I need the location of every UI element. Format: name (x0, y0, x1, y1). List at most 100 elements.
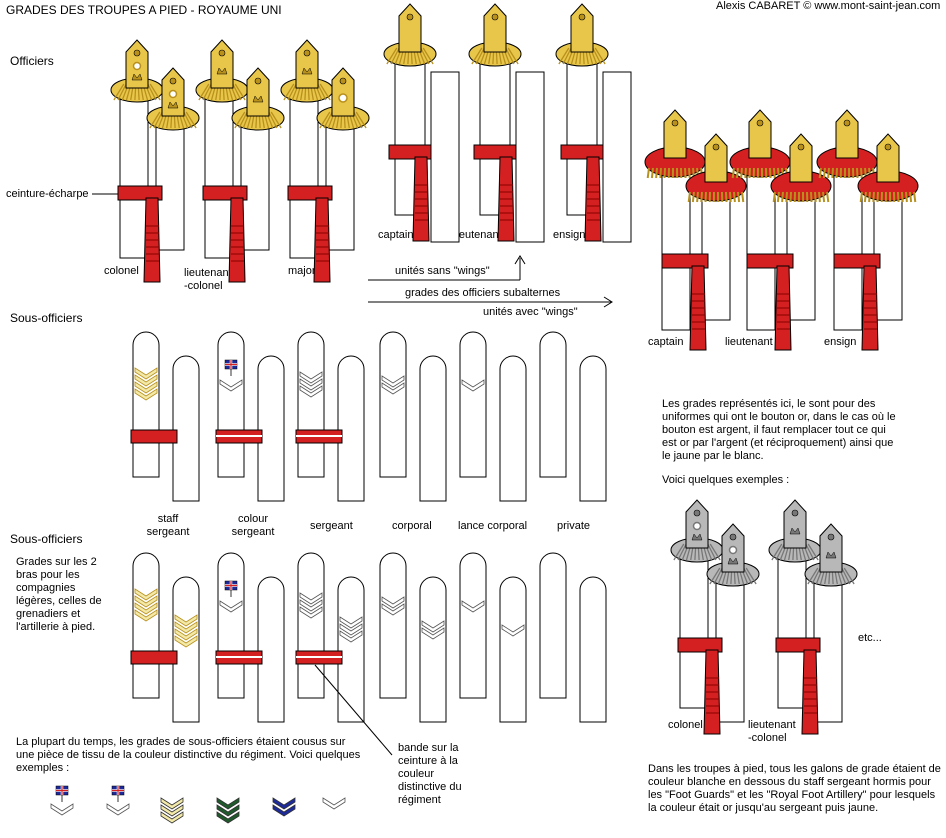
button-icon (254, 77, 262, 85)
officer-strap-front (325, 109, 355, 251)
epaulette-strap (483, 3, 507, 53)
epaulette-strap (331, 67, 355, 117)
officer-sash (287, 185, 333, 283)
sash-band (661, 253, 709, 269)
rank-colour-sergeant: colour sergeant (231, 513, 275, 538)
cloth-chevron-example (160, 797, 184, 824)
chevron-icon (501, 624, 525, 637)
arrow-label-no-wings: unités sans "wings" (395, 265, 490, 277)
chevron-icon (381, 596, 405, 609)
subaltern-epaulette (383, 3, 437, 67)
button-icon (671, 119, 679, 127)
epaulette-strap (398, 3, 422, 53)
officer-epaulette-right (146, 67, 200, 131)
subaltern-sash (560, 144, 604, 242)
button-icon (756, 119, 764, 127)
epaulette-strap (246, 67, 270, 117)
chevron-icon (134, 595, 158, 608)
sergeant-chevrons (299, 592, 323, 619)
colour-sergeant-chevron (219, 379, 243, 392)
star-icon (692, 521, 702, 531)
button-icon (169, 77, 177, 85)
nco-strap-front (257, 355, 285, 502)
rank-silver-lieutenant-colonel: lieutenant -colonel (748, 719, 796, 744)
chevron-icon (299, 592, 323, 605)
nco-sash (130, 429, 178, 444)
button-icon (884, 143, 892, 151)
button-icon (729, 533, 737, 541)
chevron-icon (216, 811, 240, 824)
chevron-icon (50, 803, 74, 816)
chevron-icon (219, 600, 243, 613)
chevron-icon (160, 811, 184, 824)
nco-strap-front (337, 576, 365, 723)
colour-sergeant-badge (224, 580, 238, 597)
officer-strap-back (204, 87, 234, 259)
cloth-chevron (106, 803, 130, 816)
rank-lieutenant-wings: lieutenant (725, 336, 773, 348)
rank-ensign-wings: ensign (824, 336, 857, 348)
crown-icon (789, 527, 801, 535)
officer-sash (202, 185, 248, 283)
chevron-icon (461, 600, 485, 613)
chevron-icon (160, 804, 184, 817)
arrow-label-subalterns: grades des officiers subalternes (405, 287, 561, 299)
wing-epaulette-left (816, 109, 878, 179)
star-icon (728, 545, 738, 555)
section-nco-2: Sous-officiers (10, 532, 83, 546)
both-arms-note: Grades sur les 2 bras pour les compagnie… (16, 556, 102, 633)
epaulette-strap (663, 109, 687, 159)
chevron-icon (106, 803, 130, 816)
chevron-icon (339, 616, 363, 629)
chevron-icon (381, 603, 405, 616)
cloth-chevron-example (216, 797, 240, 824)
epaulette-strap (819, 523, 843, 573)
chevron-icon (160, 797, 184, 810)
wing-epaulette-left (644, 109, 706, 179)
nco-strap-front (499, 576, 527, 723)
button-icon (406, 13, 414, 21)
rank-colonel: colonel (104, 265, 139, 277)
credit: Alexis CABARET © www.mont-saint-jean.com (716, 0, 941, 12)
nco-strap-front (419, 355, 447, 502)
chevron-icon (174, 621, 198, 634)
officer-epaulette-right (316, 67, 370, 131)
rank-silver-colonel: colonel (668, 719, 703, 731)
chevron-icon (299, 371, 323, 384)
lance-corporal-chevron (461, 600, 485, 613)
button-icon (578, 13, 586, 21)
chevron-icon (219, 379, 243, 392)
section-nco-1: Sous-officiers (10, 311, 83, 325)
crown-icon (691, 533, 703, 541)
chevron-icon (134, 381, 158, 394)
cloth-flag-badge (111, 785, 125, 802)
nco-strap-back (132, 331, 160, 478)
nco-strap-back (217, 552, 245, 699)
button-icon (339, 77, 347, 85)
subaltern-strap-front (515, 71, 545, 243)
corporal-chevrons (421, 620, 445, 640)
corporal-chevrons (381, 375, 405, 395)
section-officers: Officiers (10, 54, 54, 68)
officer-epaulette-right (231, 67, 285, 131)
subaltern-sash (388, 144, 432, 242)
button-icon (491, 13, 499, 21)
silver-epaulette-right (804, 523, 858, 587)
epaulette-strap (835, 109, 859, 159)
cloth-note: La plupart du temps, les grades de sous-… (16, 736, 361, 774)
star-icon (132, 61, 142, 71)
wing-strap-back (661, 159, 691, 331)
wing-sash (746, 253, 794, 351)
chevron-icon (322, 797, 346, 810)
examples-label: Voici quelques exemples : (662, 474, 790, 486)
button-icon (133, 49, 141, 57)
sash-band (833, 253, 881, 269)
chevron-icon (272, 804, 296, 817)
star-icon (338, 93, 348, 103)
epaulette-strap (295, 39, 319, 89)
button-icon (303, 49, 311, 57)
page-title: GRADES DES TROUPES A PIED - ROYAUME UNI (6, 3, 282, 17)
epaulette-strap (748, 109, 772, 159)
sash-band (473, 144, 517, 160)
star-icon (168, 89, 178, 99)
